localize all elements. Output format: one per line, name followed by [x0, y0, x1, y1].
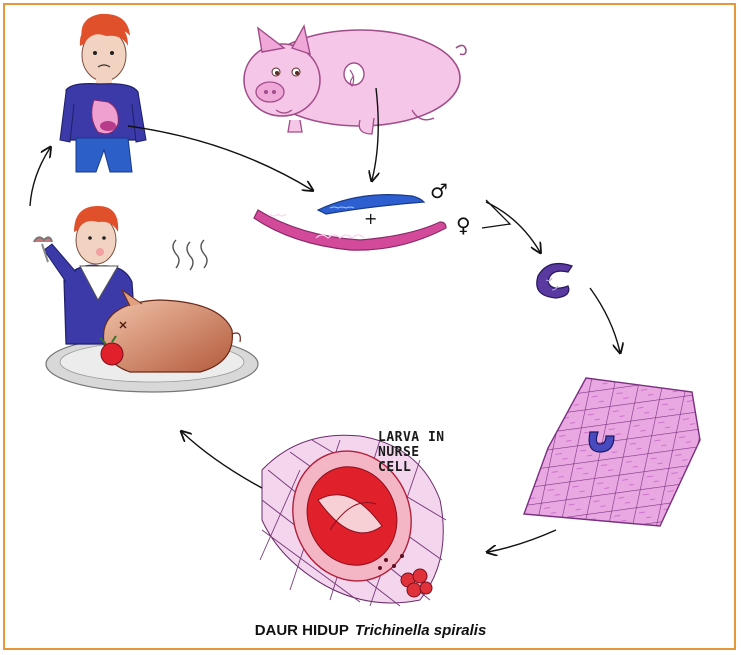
- nurse-cell-label-line1: LARVA IN: [378, 430, 445, 445]
- arrow-human-to-worms: [127, 125, 312, 190]
- adult-worms-figure: [253, 194, 447, 251]
- nurse-cell-figure: [259, 434, 447, 607]
- female-symbol: ♀: [456, 213, 471, 237]
- steam-icon: [172, 239, 208, 271]
- caption-prefix: DAUR HIDUP: [254, 622, 349, 639]
- eating-human-figure: [33, 206, 259, 393]
- arrow-pig-to-worms: [372, 87, 378, 180]
- arrow-muscle-to-cyst: [488, 529, 557, 552]
- infected-human-figure: [59, 13, 147, 173]
- newborn-larva-figure: [536, 262, 574, 299]
- blood-cells-icon: [400, 568, 433, 598]
- nurse-cell-label-line2: NURSE: [378, 445, 420, 460]
- cycle-arrows: [29, 87, 620, 552]
- pig-host-figure: [243, 24, 467, 135]
- arrow-larva-to-muscle: [589, 287, 620, 352]
- male-symbol: ♂: [430, 179, 448, 203]
- arrow-eating-to-human: [29, 148, 50, 207]
- muscle-tissue-figure: [523, 377, 701, 527]
- nurse-cell-label-line3: CELL: [378, 460, 412, 475]
- caption-scientific-name: Trichinella spiralis: [354, 622, 487, 639]
- roast-pig-icon: [102, 289, 241, 373]
- plus-sign: +: [364, 209, 377, 228]
- arrow-cyst-to-eating: [182, 432, 263, 489]
- nurse-cell-label: LARVA IN NURSE CELL: [378, 430, 468, 475]
- figure-caption: DAUR HIDUP Trichinella spiralis: [0, 622, 741, 639]
- arrow-worms-to-larva: [485, 201, 540, 252]
